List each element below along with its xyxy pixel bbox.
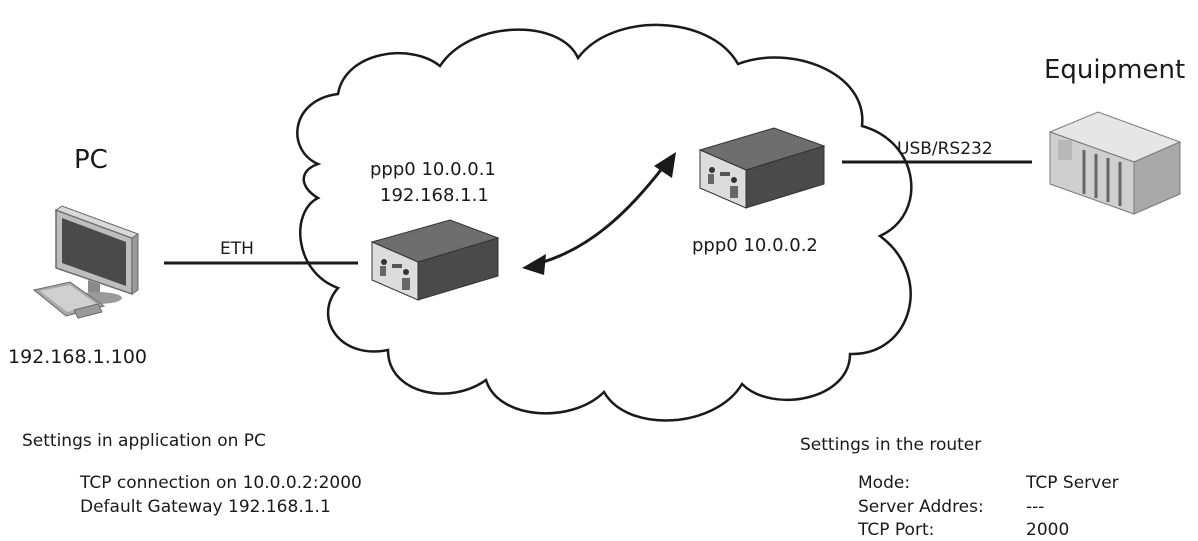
pc-ip-label: 192.168.1.100 xyxy=(8,346,148,368)
equipment-label: Equipment xyxy=(1044,55,1186,85)
router-icon xyxy=(698,127,826,209)
network-cloud xyxy=(296,23,913,422)
pc-settings-title: Settings in application on PC xyxy=(22,431,266,451)
router-setting-value: TCP Server xyxy=(1026,473,1119,493)
pc-settings-line: TCP connection on 10.0.0.2:2000 xyxy=(80,473,362,493)
router1-lan-label: 192.168.1.1 xyxy=(380,185,489,206)
industrial-equipment-icon xyxy=(1048,111,1182,215)
router-setting-key: Server Addres: xyxy=(858,497,984,517)
router-setting-value: --- xyxy=(1026,497,1045,517)
router-setting-value: 2000 xyxy=(1026,520,1070,540)
desktop-computer-icon xyxy=(32,205,140,319)
ppp-connection-arrow xyxy=(535,165,666,266)
router1-ppp-label: ppp0 10.0.0.1 xyxy=(370,159,496,180)
router-icon xyxy=(370,219,500,301)
router2-ppp-label: ppp0 10.0.0.2 xyxy=(692,235,818,256)
pc-settings-line: Default Gateway 192.168.1.1 xyxy=(80,497,331,517)
arrow-head-left xyxy=(522,254,546,275)
arrow-head-right xyxy=(654,152,676,178)
usb-link-label: USB/RS232 xyxy=(897,139,993,159)
router-setting-key: Mode: xyxy=(858,473,911,493)
router-settings-title: Settings in the router xyxy=(800,435,982,455)
pc-label: PC xyxy=(74,145,108,175)
eth-link-label: ETH xyxy=(220,239,254,259)
router-setting-key: TCP Port: xyxy=(858,520,935,540)
